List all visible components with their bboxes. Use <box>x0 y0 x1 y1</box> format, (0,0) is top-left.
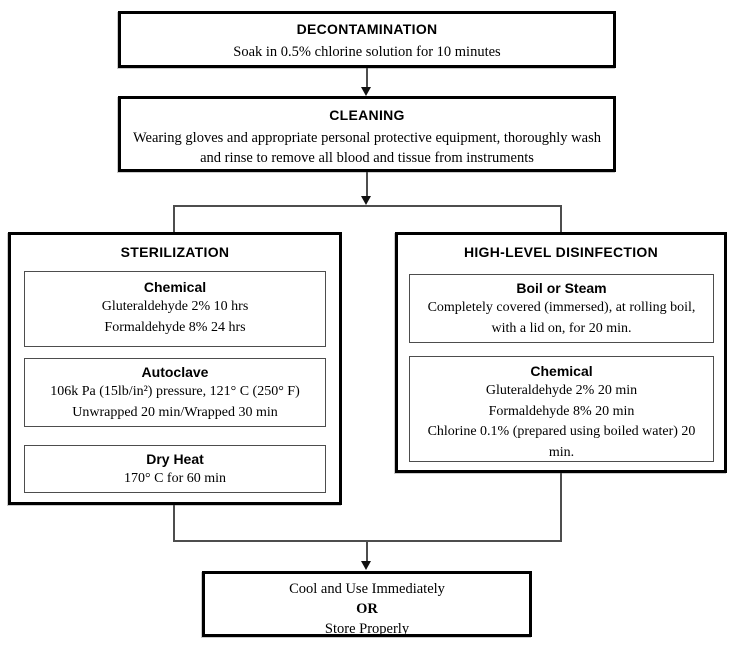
disinfection-boil-or-steam-title: Boil or Steam <box>516 280 607 296</box>
arrowhead-down-icon <box>361 196 371 205</box>
connector-cleaning-to-branch <box>366 172 368 197</box>
disinfection-chemical-line: Gluteraldehyde 2% 20 min <box>485 383 638 398</box>
disinfection-chemical-line: Chlorine 0.1% (prepared using boiled wat… <box>427 424 696 460</box>
sterilization-autoclave-line: Unwrapped 20 min/Wrapped 30 min <box>72 404 278 420</box>
connector-decontamination-to-cleaning <box>366 68 368 89</box>
branch-horizontal-line <box>173 205 562 207</box>
cleaning-title: CLEANING <box>329 107 405 123</box>
disinfection-chemical-line: Formaldehyde 8% 20 min <box>488 403 635 419</box>
sterilization-autoclave-title: Autoclave <box>141 364 209 380</box>
disinfection-chemical-box: Chemical Gluteraldehyde 2% 20 min Formal… <box>409 356 714 462</box>
final-option-1: Cool and Use Immediately <box>289 581 445 597</box>
final-step-box: Cool and Use Immediately OR Store Proper… <box>202 571 532 637</box>
sterilization-dry-heat-box: Dry Heat 170° C for 60 min <box>24 445 326 493</box>
sterilization-title: STERILIZATION <box>120 244 230 260</box>
cleaning-body: Wearing gloves and appropriate personal … <box>133 130 601 166</box>
sterilization-dry-heat-line: 170° C for 60 min <box>123 471 227 486</box>
final-or-label: OR <box>356 601 378 617</box>
merge-drop-right <box>560 473 562 541</box>
disinfection-boil-or-steam-box: Boil or Steam Completely covered (immers… <box>409 274 714 343</box>
decontamination-box: DECONTAMINATION Soak in 0.5% chlorine so… <box>118 11 616 68</box>
merge-horizontal-line <box>173 540 562 542</box>
decontamination-title: DECONTAMINATION <box>296 21 438 37</box>
merge-drop-left <box>173 505 175 541</box>
sterilization-chemical-line: Formaldehyde 8% 24 hrs <box>104 319 246 335</box>
sterilization-autoclave-box: Autoclave 106k Pa (15lb/in²) pressure, 1… <box>24 358 326 427</box>
branch-drop-left <box>173 205 175 232</box>
cleaning-box: CLEANING Wearing gloves and appropriate … <box>118 96 616 172</box>
arrowhead-down-icon <box>361 87 371 96</box>
sterilization-chemical-line: Gluteraldehyde 2% 10 hrs <box>101 299 249 314</box>
sterilization-chemical-title: Chemical <box>143 279 207 295</box>
disinfection-boil-or-steam-line: Completely covered (immersed), at rollin… <box>427 300 696 336</box>
sterilization-autoclave-line: 106k Pa (15lb/in²) pressure, 121° C (250… <box>50 384 300 399</box>
connector-merge-to-final <box>366 541 368 562</box>
branch-drop-right <box>560 205 562 232</box>
decontamination-body: Soak in 0.5% chlorine solution for 10 mi… <box>233 44 501 60</box>
final-option-2: Store Properly <box>324 621 410 637</box>
sterilization-dry-heat-title: Dry Heat <box>146 451 204 467</box>
arrowhead-down-icon <box>361 561 371 570</box>
disinfection-chemical-title: Chemical <box>530 363 593 379</box>
high-level-disinfection-title: HIGH-LEVEL DISINFECTION <box>463 244 659 260</box>
sterilization-chemical-box: Chemical Gluteraldehyde 2% 10 hrs Formal… <box>24 271 326 347</box>
